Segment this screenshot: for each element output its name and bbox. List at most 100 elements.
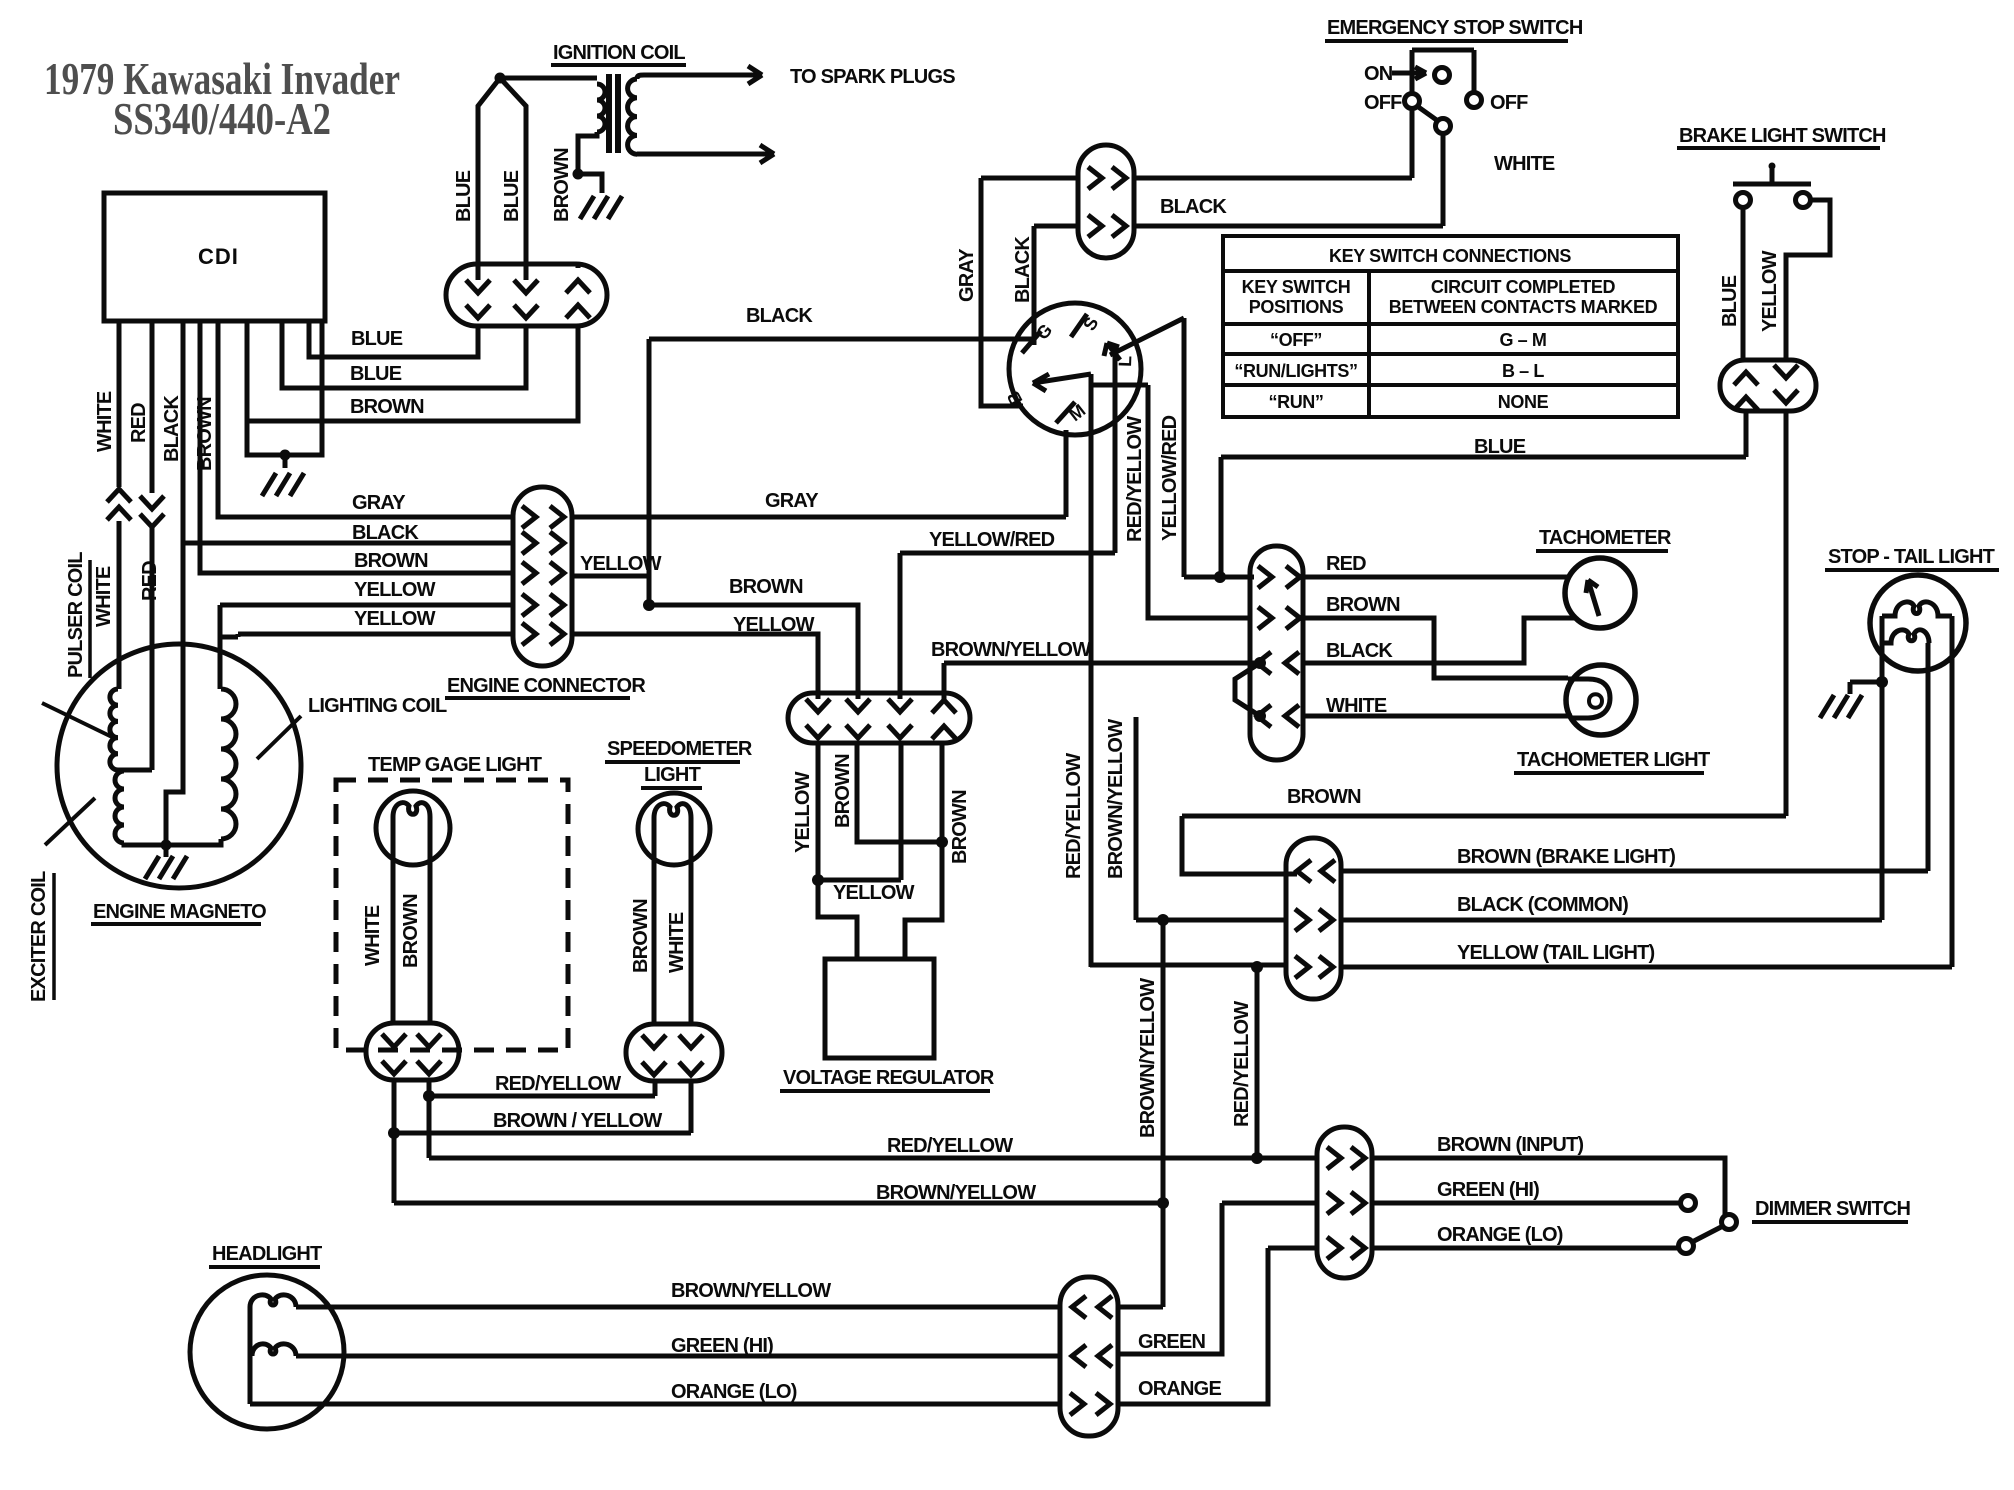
svg-text:BROWN/YELLOW: BROWN/YELLOW [931,639,1091,661]
svg-text:CDI: CDI [198,244,239,269]
svg-text:BROWN (BRAKE LIGHT): BROWN (BRAKE LIGHT) [1457,846,1675,868]
svg-text:BLUE: BLUE [350,363,402,385]
svg-text:SPEEDOMETER: SPEEDOMETER [607,738,753,760]
svg-text:RED: RED [128,403,150,443]
svg-text:OFF: OFF [1364,92,1402,114]
svg-text:ORANGE (LO): ORANGE (LO) [1437,1224,1563,1246]
svg-text:ORANGE: ORANGE [1138,1378,1221,1400]
svg-text:RED/YELLOW: RED/YELLOW [495,1073,621,1095]
svg-text:LIGHT: LIGHT [644,764,701,786]
svg-text:SS340/440-A2: SS340/440-A2 [113,93,331,144]
svg-text:CIRCUIT COMPLETED: CIRCUIT COMPLETED [1431,277,1616,297]
svg-text:“RUN/LIGHTS”: “RUN/LIGHTS” [1234,361,1357,381]
svg-text:GREEN (HI): GREEN (HI) [671,1335,773,1357]
svg-text:RED/YELLOW: RED/YELLOW [887,1135,1013,1157]
svg-text:TACHOMETER LIGHT: TACHOMETER LIGHT [1517,749,1710,771]
svg-text:BLACK (COMMON): BLACK (COMMON) [1457,894,1628,916]
svg-text:WHITE: WHITE [94,391,116,452]
svg-text:BLUE: BLUE [1474,436,1526,458]
svg-text:BROWN/YELLOW: BROWN/YELLOW [1105,719,1127,879]
svg-text:KEY SWITCH: KEY SWITCH [1242,277,1351,297]
svg-text:PULSER COIL: PULSER COIL [65,552,87,678]
svg-text:YELLOW (TAIL LIGHT): YELLOW (TAIL LIGHT) [1457,942,1654,964]
svg-text:GREEN: GREEN [1138,1331,1205,1353]
svg-text:TACHOMETER: TACHOMETER [1539,527,1672,549]
svg-text:BRAKE LIGHT SWITCH: BRAKE LIGHT SWITCH [1679,125,1886,147]
svg-text:RED: RED [139,561,161,601]
svg-text:YELLOW: YELLOW [1759,250,1781,332]
svg-text:STOP - TAIL LIGHT: STOP - TAIL LIGHT [1828,546,1995,568]
svg-text:RED/YELLOW: RED/YELLOW [1231,1001,1253,1127]
svg-text:BROWN: BROWN [832,754,854,828]
svg-text:NONE: NONE [1498,392,1549,412]
svg-text:G – M: G – M [1499,330,1546,350]
svg-text:BROWN: BROWN [350,396,424,418]
svg-text:L: L [1115,355,1135,367]
svg-text:POSITIONS: POSITIONS [1249,297,1344,317]
svg-text:EMERGENCY STOP SWITCH: EMERGENCY STOP SWITCH [1327,17,1583,39]
svg-text:GRAY: GRAY [765,490,819,512]
svg-text:BLACK: BLACK [1326,640,1393,662]
svg-text:YELLOW: YELLOW [733,614,815,636]
svg-text:GREEN (HI): GREEN (HI) [1437,1179,1539,1201]
svg-text:BLUE: BLUE [1719,275,1741,327]
svg-text:BROWN: BROWN [949,790,971,864]
svg-text:YELLOW/RED: YELLOW/RED [929,529,1055,551]
svg-text:BROWN: BROWN [354,550,428,572]
svg-text:BROWN / YELLOW: BROWN / YELLOW [493,1110,662,1132]
svg-text:YELLOW: YELLOW [580,553,662,575]
svg-text:BROWN/YELLOW: BROWN/YELLOW [876,1182,1036,1204]
svg-text:BROWN: BROWN [1326,594,1400,616]
svg-text:“OFF”: “OFF” [1270,330,1322,350]
svg-text:BROWN/YELLOW: BROWN/YELLOW [671,1280,831,1302]
svg-text:LIGHTING COIL: LIGHTING COIL [308,695,447,717]
svg-text:BLUE: BLUE [351,328,403,350]
svg-text:RED/YELLOW: RED/YELLOW [1063,753,1085,879]
svg-text:GRAY: GRAY [956,248,978,302]
svg-text:DIMMER SWITCH: DIMMER SWITCH [1755,1198,1910,1220]
svg-text:BROWN: BROWN [630,899,652,973]
svg-text:BLACK: BLACK [746,305,813,327]
svg-text:OFF: OFF [1490,92,1528,114]
svg-text:BROWN: BROWN [400,894,422,968]
svg-text:ORANGE (LO): ORANGE (LO) [671,1381,797,1403]
svg-text:ENGINE CONNECTOR: ENGINE CONNECTOR [447,675,646,697]
svg-text:BROWN: BROWN [551,148,573,222]
svg-text:BLACK: BLACK [352,522,419,544]
svg-text:BROWN/YELLOW: BROWN/YELLOW [1137,978,1159,1138]
svg-text:BETWEEN CONTACTS MARKED: BETWEEN CONTACTS MARKED [1389,297,1658,317]
svg-text:HEADLIGHT: HEADLIGHT [212,1243,322,1265]
svg-text:YELLOW: YELLOW [354,608,436,630]
svg-text:B – L: B – L [1502,361,1544,381]
svg-text:WHITE: WHITE [1494,153,1555,175]
svg-text:YELLOW: YELLOW [354,579,436,601]
svg-text:TO SPARK PLUGS: TO SPARK PLUGS [790,66,955,88]
svg-text:RED/YELLOW: RED/YELLOW [1124,416,1146,542]
svg-text:ON: ON [1364,63,1393,85]
svg-text:YELLOW: YELLOW [792,771,814,853]
svg-text:ENGINE MAGNETO: ENGINE MAGNETO [93,901,266,923]
svg-text:YELLOW/RED: YELLOW/RED [1159,415,1181,541]
svg-text:“RUN”: “RUN” [1269,392,1324,412]
svg-text:WHITE: WHITE [93,566,115,627]
svg-text:BLACK: BLACK [161,395,183,462]
svg-text:YELLOW: YELLOW [833,882,915,904]
svg-text:RED: RED [1326,553,1366,575]
svg-text:BLACK: BLACK [1012,236,1034,303]
svg-text:BROWN: BROWN [194,397,216,471]
svg-text:1979 Kawasaki Invader: 1979 Kawasaki Invader [44,53,400,104]
svg-text:BLUE: BLUE [453,170,475,222]
svg-text:WHITE: WHITE [666,912,688,973]
svg-text:BROWN: BROWN [729,576,803,598]
svg-text:TEMP GAGE LIGHT: TEMP GAGE LIGHT [368,754,542,776]
svg-text:IGNITION COIL: IGNITION COIL [553,42,685,64]
svg-text:WHITE: WHITE [362,905,384,966]
svg-text:VOLTAGE REGULATOR: VOLTAGE REGULATOR [783,1067,995,1089]
svg-text:EXCITER COIL: EXCITER COIL [28,871,50,1002]
svg-text:KEY SWITCH CONNECTIONS: KEY SWITCH CONNECTIONS [1329,246,1571,266]
svg-text:BLUE: BLUE [501,170,523,222]
svg-text:GRAY: GRAY [352,492,406,514]
svg-text:BLACK: BLACK [1160,196,1227,218]
svg-text:BROWN: BROWN [1287,786,1361,808]
svg-text:BROWN (INPUT): BROWN (INPUT) [1437,1134,1583,1156]
